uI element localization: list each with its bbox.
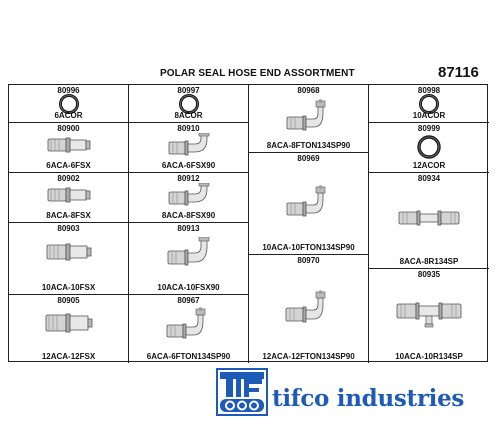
part-number: 80902 bbox=[57, 174, 80, 183]
part-name: 8ACOR bbox=[174, 111, 203, 120]
cell-80998[interactable]: 80998 10ACOR bbox=[369, 85, 489, 123]
cell-80934[interactable]: 80934 8ACA-8R134SP bbox=[369, 173, 489, 269]
part-name: 8ACA-8FSX bbox=[46, 211, 91, 220]
cell-80913[interactable]: 80913 10ACA-10FSX90 bbox=[129, 223, 249, 295]
o-ring-icon bbox=[369, 134, 489, 160]
part-name: 8ACA-8R134SP bbox=[399, 257, 459, 266]
part-number: 80998 bbox=[417, 86, 441, 95]
assortment-grid: 80996 6ACOR 80900 6ACA-6FSX 80902 8ACA-8… bbox=[8, 84, 489, 363]
part-number: 80903 bbox=[57, 224, 80, 233]
part-name: 6ACA-6FSX90 bbox=[161, 161, 216, 170]
part-name: 10ACA-10FSX bbox=[41, 283, 96, 292]
part-number: 80912 bbox=[177, 174, 200, 183]
cell-80912[interactable]: 80912 8ACA-8FSX90 bbox=[129, 173, 249, 223]
elbow-fitting-icon bbox=[129, 307, 248, 345]
part-number: 80967 bbox=[177, 296, 200, 305]
elbow-fitting-icon bbox=[249, 289, 368, 329]
straight-fitting-icon bbox=[9, 241, 128, 263]
cell-80997[interactable]: 80997 8ACOR bbox=[129, 85, 249, 123]
kit-number: 87116 bbox=[438, 64, 479, 81]
part-name: 10ACA-10FTON134SP90 bbox=[262, 243, 355, 252]
elbow-fitting-icon bbox=[129, 133, 248, 163]
cell-80905[interactable]: 80905 12ACA-12FSX bbox=[9, 295, 129, 363]
cell-80968[interactable]: 80968 8ACA-8FTON134SP90 bbox=[249, 85, 369, 153]
cell-80903[interactable]: 80903 10ACA-10FSX bbox=[9, 223, 129, 295]
straight-fitting-icon bbox=[9, 185, 128, 205]
o-ring-icon bbox=[369, 93, 489, 115]
splice-fitting-icon bbox=[369, 295, 489, 329]
part-name: 10ACA-10FSX90 bbox=[157, 283, 220, 292]
cell-80935[interactable]: 80935 10ACA-10R134SP bbox=[369, 269, 489, 363]
part-number: 80968 bbox=[297, 86, 320, 95]
straight-fitting-icon bbox=[9, 311, 128, 335]
part-name: 6ACA-6FSX bbox=[46, 161, 91, 170]
part-number: 80969 bbox=[297, 154, 320, 163]
part-number: 80935 bbox=[417, 270, 441, 279]
part-number: 80900 bbox=[57, 124, 80, 133]
part-name: 8ACA-8FTON134SP90 bbox=[266, 141, 351, 150]
part-name: 8ACA-8FSX90 bbox=[161, 211, 216, 220]
cell-80900[interactable]: 80900 6ACA-6FSX bbox=[9, 123, 129, 173]
part-number: 80910 bbox=[177, 124, 200, 133]
part-name: 10ACA-10R134SP bbox=[395, 352, 463, 361]
splice-fitting-icon bbox=[369, 207, 489, 229]
part-number: 80913 bbox=[177, 224, 200, 233]
part-number: 80905 bbox=[57, 296, 80, 305]
straight-fitting-icon bbox=[9, 135, 128, 155]
elbow-fitting-icon bbox=[129, 237, 248, 275]
o-ring-icon bbox=[129, 93, 248, 115]
part-number: 80970 bbox=[297, 256, 320, 265]
part-name: 12ACA-12FTON134SP90 bbox=[262, 352, 355, 361]
cell-80969[interactable]: 80969 10ACA-10FTON134SP90 bbox=[249, 153, 369, 255]
part-name: 10ACOR bbox=[412, 111, 446, 120]
part-name: 12ACA-12FSX bbox=[41, 352, 96, 361]
part-name: 12ACOR bbox=[412, 161, 446, 170]
tifco-logo-icon bbox=[216, 368, 268, 416]
cell-80967[interactable]: 80967 6ACA-6FTON134SP90 bbox=[129, 295, 249, 363]
part-name: 6ACOR bbox=[54, 111, 83, 120]
elbow-fitting-icon bbox=[129, 183, 248, 213]
part-number: 80997 bbox=[177, 86, 200, 95]
cell-80996[interactable]: 80996 6ACOR bbox=[9, 85, 129, 123]
part-name: 6ACA-6FTON134SP90 bbox=[146, 352, 231, 361]
elbow-fitting-icon bbox=[249, 99, 368, 137]
cell-80999[interactable]: 80999 12ACOR bbox=[369, 123, 489, 173]
part-number: 80996 bbox=[57, 86, 80, 95]
part-number: 80999 bbox=[417, 124, 441, 133]
page-title: POLAR SEAL HOSE END ASSORTMENT bbox=[160, 68, 355, 79]
o-ring-icon bbox=[9, 93, 128, 115]
part-number: 80934 bbox=[417, 174, 441, 183]
cell-80902[interactable]: 80902 8ACA-8FSX bbox=[9, 173, 129, 223]
brand-name: tifco industries bbox=[272, 385, 465, 412]
cell-80970[interactable]: 80970 12ACA-12FTON134SP90 bbox=[249, 255, 369, 363]
cell-80910[interactable]: 80910 6ACA-6FSX90 bbox=[129, 123, 249, 173]
elbow-fitting-icon bbox=[249, 185, 368, 223]
